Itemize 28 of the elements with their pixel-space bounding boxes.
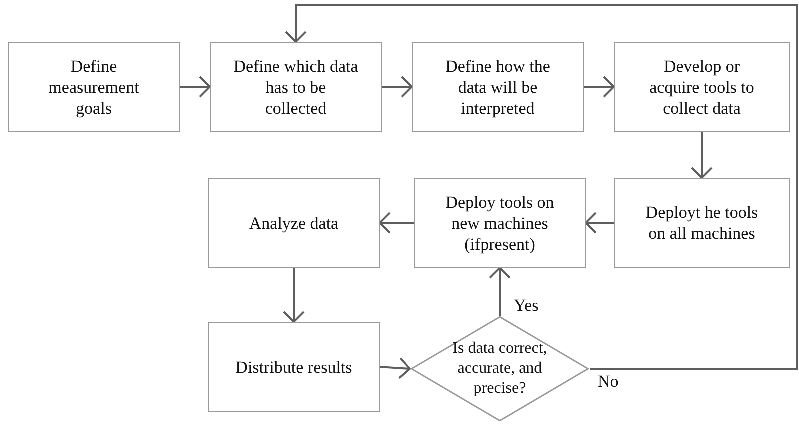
- node-label: Define which data has to be collected: [232, 56, 360, 118]
- process-box: [210, 42, 382, 132]
- process-box: [614, 42, 790, 132]
- node-label: Define measurement goals: [48, 56, 140, 118]
- arrow: [489, 267, 511, 316]
- arrow: [380, 357, 411, 380]
- process-box: [414, 178, 586, 268]
- decision-diamond: [410, 316, 590, 422]
- node-label: Analyze data: [248, 212, 340, 234]
- process-box: [614, 178, 790, 268]
- node-label: Develop or acquire tools to collect data: [648, 56, 756, 118]
- arrow: [691, 132, 713, 179]
- node-label: Define how the data will be interpreted: [444, 56, 552, 118]
- arrow: [584, 76, 615, 98]
- node-label: Distribute results: [234, 356, 354, 378]
- arrow: [379, 212, 414, 234]
- process-box: [412, 42, 584, 132]
- arrow: [285, 4, 798, 370]
- arrow: [585, 212, 614, 234]
- arrow: [283, 268, 305, 323]
- process-box: [208, 178, 380, 268]
- node-label: Deployt he tools on all machines: [644, 202, 760, 244]
- process-box: [8, 42, 180, 132]
- arrow: [382, 76, 413, 98]
- node-label: Is data correct, accurate, and precise?: [452, 339, 548, 399]
- node-label: Deploy tools on new machines (ifpresent): [444, 192, 556, 254]
- arrow: [180, 76, 211, 98]
- process-box: [208, 322, 380, 412]
